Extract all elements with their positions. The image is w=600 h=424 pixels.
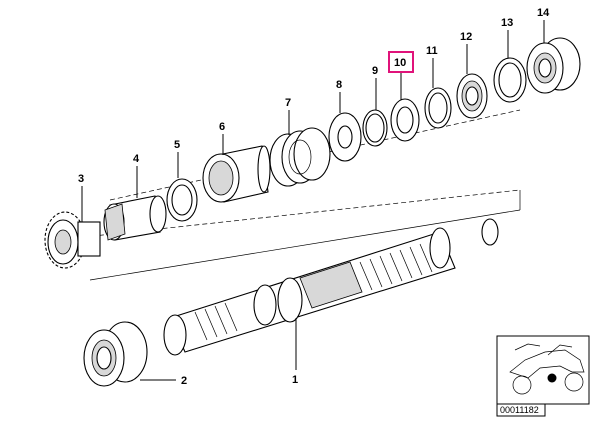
part-label-10: 10	[394, 57, 406, 69]
part-7-needle-bearing[interactable]	[269, 127, 331, 187]
part-label-7: 7	[285, 97, 291, 109]
part-label-5: 5	[174, 139, 180, 151]
part-label-4: 4	[133, 153, 140, 165]
part-10-highlight-box	[388, 51, 414, 73]
part-label-1: 1	[292, 374, 298, 386]
part-5-ring[interactable]	[166, 178, 198, 222]
part-10-splined-ring[interactable]	[390, 98, 420, 142]
part-label-6: 6	[219, 121, 225, 133]
motorcycle-icon	[509, 343, 585, 395]
part-label-13: 13	[501, 17, 513, 29]
leader-lines	[81, 20, 545, 381]
part-3-gear[interactable]	[44, 211, 101, 269]
part-14-bearing[interactable]	[526, 37, 581, 94]
part-9-snap-ring[interactable]	[362, 109, 388, 147]
part-13-shim-ring[interactable]	[493, 57, 527, 103]
part-1-main-shaft[interactable]	[163, 218, 499, 356]
part-12-needle-cage[interactable]	[456, 73, 488, 119]
part-8-spline-washer[interactable]	[328, 112, 362, 162]
part-label-3: 3	[78, 173, 84, 185]
part-label-9: 9	[372, 65, 378, 77]
location-marker-icon	[547, 373, 557, 383]
part-4-claw-sleeve[interactable]	[103, 195, 167, 241]
part-label-12: 12	[460, 31, 472, 43]
part-label-2: 2	[181, 375, 187, 387]
part-2-ball-bearing[interactable]	[83, 321, 148, 387]
part-label-11: 11	[426, 45, 438, 57]
part-label-8: 8	[336, 79, 342, 91]
reference-number: 00011182	[500, 405, 539, 415]
part-6-bushing[interactable]	[202, 145, 271, 203]
reference-number-box: 00011182	[496, 403, 546, 417]
location-thumbnail	[496, 335, 590, 405]
part-label-14: 14	[537, 7, 550, 19]
part-11-circlip[interactable]	[424, 87, 452, 129]
